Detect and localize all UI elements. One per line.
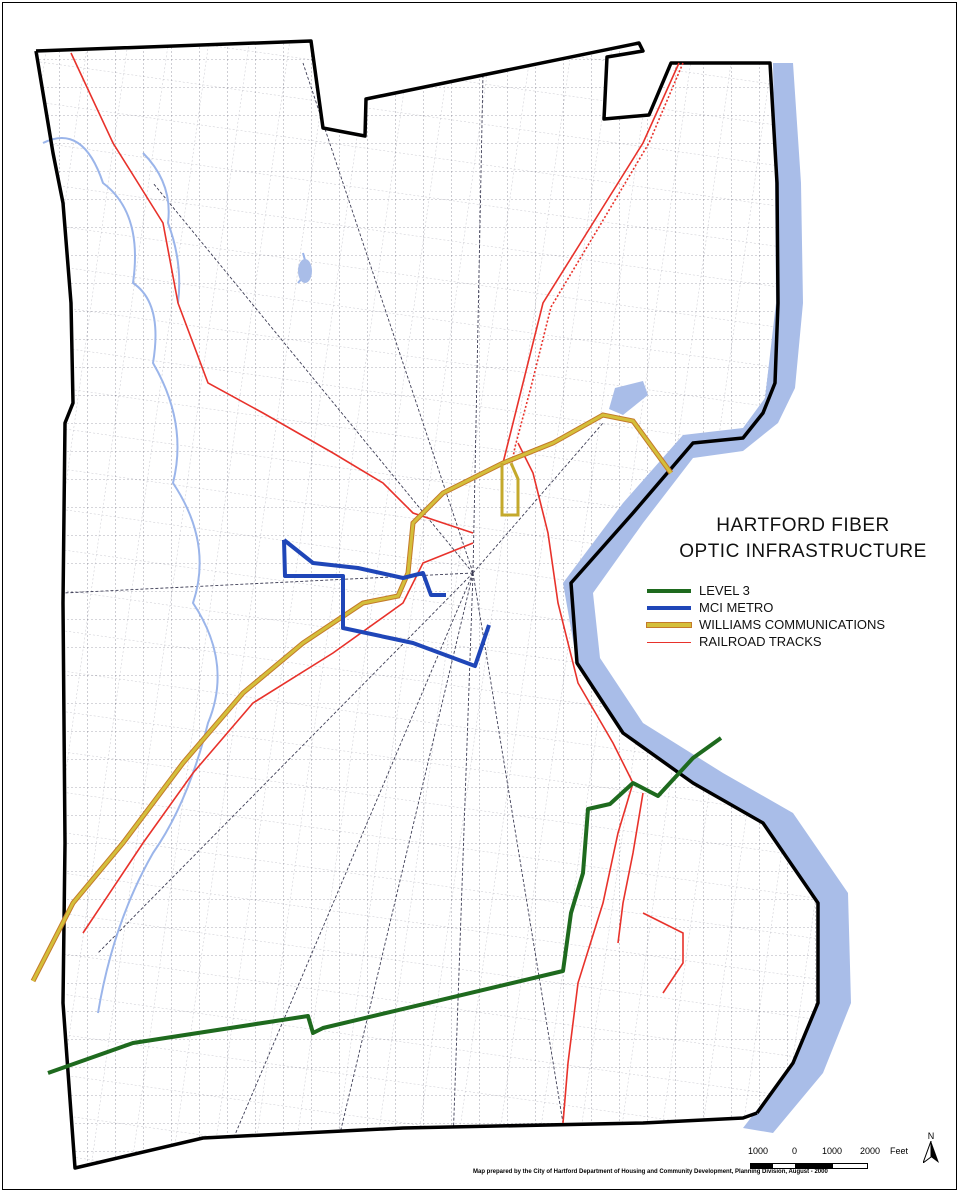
legend-swatch-mci-metro (647, 606, 691, 610)
north-label: N (927, 1131, 935, 1141)
legend-label: RAILROAD TRACKS (699, 634, 822, 649)
legend-swatch-railroad (647, 642, 691, 643)
legend-label: WILLIAMS COMMUNICATIONS (699, 617, 886, 632)
legend-swatch-level-3 (647, 589, 691, 593)
legend-swatch-williams (646, 622, 692, 628)
city-boundary (34, 39, 820, 1170)
legend-item-railroad: RAILROAD TRACKS (647, 634, 957, 650)
williams-communications-route (30, 412, 674, 983)
pond-icon (609, 381, 648, 415)
scale-label: 1000 (822, 1146, 843, 1156)
scale-labels: 1000 0 1000 2000 Feet (748, 1146, 948, 1160)
connecticut-river (563, 63, 851, 1133)
legend-item-mci-metro: MCI METRO (647, 600, 957, 616)
map-credit: Map prepared by the City of Hartford Dep… (473, 1169, 828, 1175)
map-title: HARTFORD FIBER OPTIC INFRASTRUCTURE (653, 513, 953, 565)
scale-segment (772, 1163, 796, 1169)
map-title-line-1: HARTFORD FIBER (716, 515, 890, 536)
map-canvas (30, 39, 851, 1170)
map-title-line-2: OPTIC INFRASTRUCTURE (679, 541, 927, 562)
railroad-tracks (70, 52, 684, 1124)
lake-icon (298, 259, 312, 283)
north-indicator: N (921, 1131, 941, 1168)
scale-segment (750, 1163, 772, 1169)
scale-bar: 1000 0 1000 2000 Feet (748, 1146, 948, 1169)
legend-item-williams: WILLIAMS COMMUNICATIONS (646, 617, 957, 633)
map-legend: LEVEL 3 MCI METRO WILLIAMS COMMUNICATION… (646, 583, 957, 651)
mci-metro-route (282, 538, 491, 668)
legend-label: LEVEL 3 (699, 583, 750, 598)
scale-label: 1000 (748, 1146, 769, 1156)
scale-segment (832, 1163, 868, 1169)
scale-segment (796, 1163, 832, 1169)
scale-label: 0 (792, 1146, 798, 1156)
north-arrow-icon (921, 1140, 939, 1165)
scale-label: 2000 (860, 1146, 881, 1156)
level-3-route (47, 736, 723, 1075)
legend-label: MCI METRO (699, 600, 774, 615)
legend-item-level-3: LEVEL 3 (647, 583, 957, 599)
scale-unit: Feet (890, 1146, 909, 1156)
